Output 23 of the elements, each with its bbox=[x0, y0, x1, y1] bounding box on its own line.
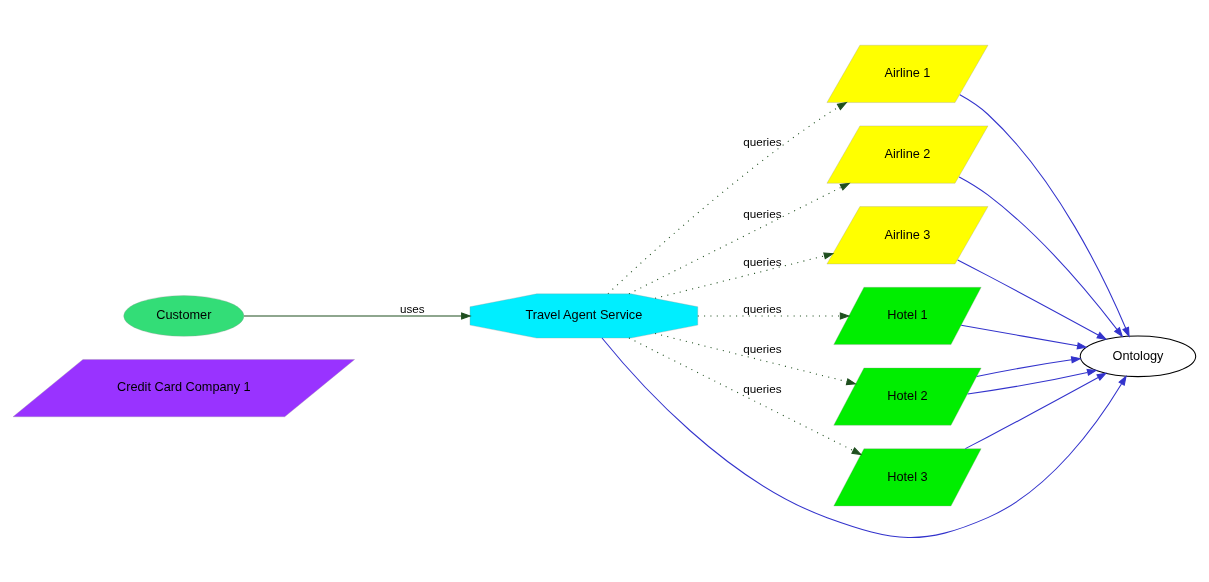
arrow bbox=[960, 324, 1088, 349]
arrow bbox=[967, 368, 1098, 394]
arrow bbox=[964, 372, 1108, 449]
arrow bbox=[628, 182, 851, 294]
edge-label: queries bbox=[743, 254, 782, 268]
edge-label: queries bbox=[743, 301, 782, 315]
arrow bbox=[654, 332, 857, 385]
edge-label: queries bbox=[743, 134, 782, 148]
arrow bbox=[958, 175, 1124, 338]
arrow bbox=[959, 93, 1130, 338]
arrow bbox=[601, 336, 1127, 538]
arrow bbox=[957, 259, 1108, 340]
node-ellipse: Customer bbox=[123, 294, 245, 336]
edge-label: queries bbox=[743, 206, 782, 220]
arrow bbox=[976, 355, 1082, 377]
arrow bbox=[607, 101, 848, 294]
arrow bbox=[654, 251, 835, 299]
edge-label: uses bbox=[399, 301, 425, 315]
arrow bbox=[697, 311, 851, 320]
arrow bbox=[628, 337, 863, 455]
edge-label: queries bbox=[743, 381, 782, 395]
arrow bbox=[243, 311, 472, 320]
edge-label: queries bbox=[743, 341, 782, 355]
